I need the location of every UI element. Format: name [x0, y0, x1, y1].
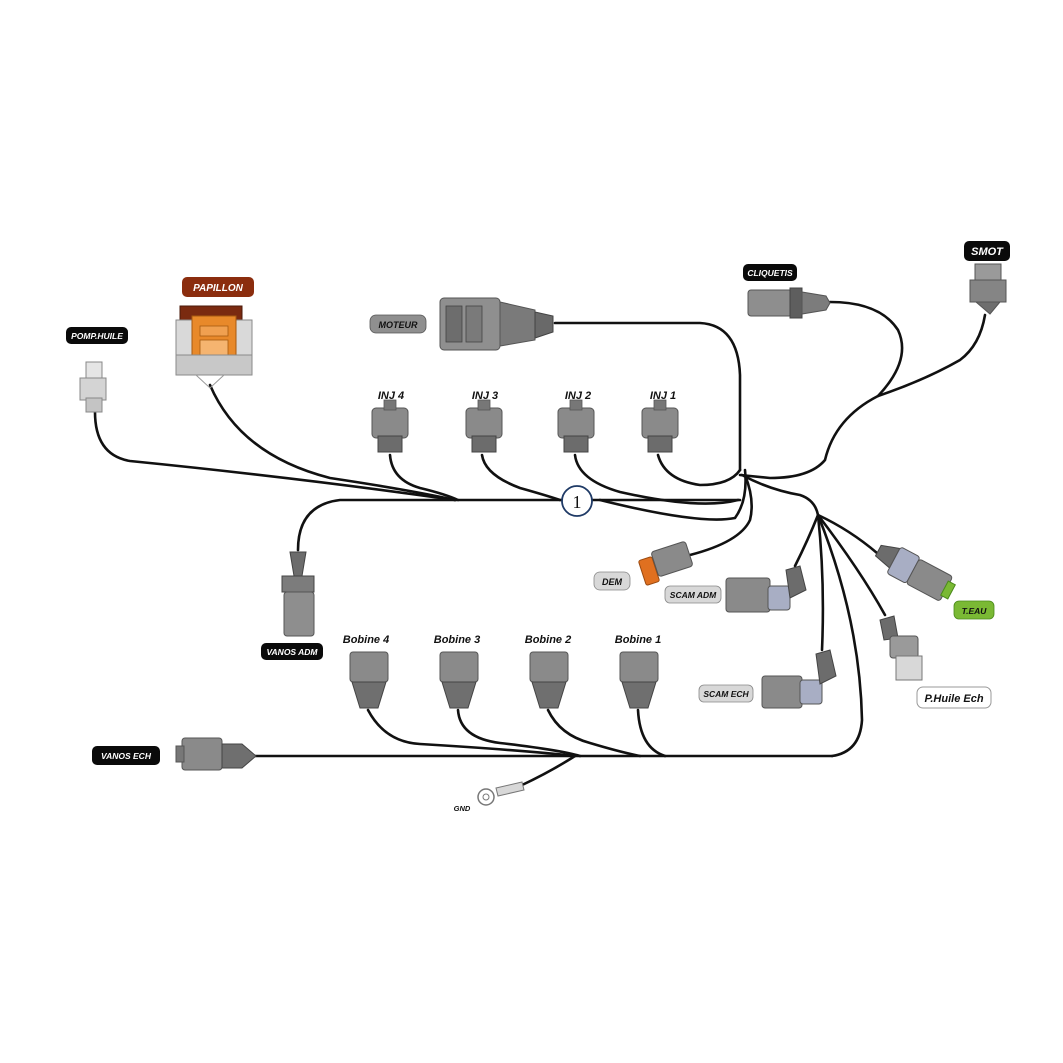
wire-trunk-to-split: [598, 468, 747, 521]
wire-t-eau: [816, 513, 879, 555]
p-huile-ech-connector: [879, 615, 923, 681]
wire-p-huile-ech: [816, 513, 887, 617]
svg-text:SCAM ECH: SCAM ECH: [703, 689, 749, 699]
label-inj3: INJ 3: [472, 390, 498, 402]
label-t-eau: T.EAU: [953, 600, 995, 620]
dem-connector: [638, 541, 693, 586]
gnd-terminal: [477, 781, 525, 806]
junction-marker: 1: [561, 485, 593, 517]
label-scam-adm: SCAM ADM: [664, 585, 722, 604]
svg-text:P.Huile Ech: P.Huile Ech: [924, 693, 983, 705]
wire-bobine3: [456, 708, 582, 758]
wire-bobine1: [636, 708, 667, 758]
wire-inj2: [573, 453, 740, 505]
wire-smot: [876, 313, 987, 398]
svg-text:PAPILLON: PAPILLON: [193, 283, 244, 294]
bobine1-connector: [619, 651, 659, 709]
svg-text:T.EAU: T.EAU: [962, 606, 988, 616]
label-vanos-ech: VANOS ECH: [92, 746, 160, 765]
svg-text:VANOS ADM: VANOS ADM: [267, 647, 319, 657]
pomp-huile-connector: [79, 361, 107, 413]
label-bobine3: Bobine 3: [434, 634, 480, 646]
bobine4-connector: [349, 651, 389, 709]
papillon-connector: [175, 305, 253, 389]
label-inj2: INJ 2: [565, 390, 591, 402]
wire-inj4: [388, 453, 460, 502]
bobine2-connector: [529, 651, 569, 709]
label-bobine4: Bobine 4: [343, 634, 389, 646]
wire-gnd: [518, 754, 577, 788]
label-moteur: MOTEUR: [369, 314, 427, 334]
wire-vanos-adm: [296, 498, 457, 552]
scam-ech-connector: [761, 649, 837, 709]
label-vanos-adm: VANOS ADM: [261, 643, 323, 660]
wire-to-right-hub: [740, 473, 820, 517]
wire-dem: [688, 473, 753, 557]
label-scam-ech: SCAM ECH: [698, 684, 754, 703]
wire-inj3: [480, 453, 562, 502]
wire-papillon: [208, 383, 457, 502]
label-inj4: INJ 4: [378, 390, 404, 402]
label-bobine2: Bobine 2: [525, 634, 571, 646]
labels: PAPILLON POMP.HUILE MOTEUR CLIQUETIS SMO…: [66, 241, 1010, 813]
inj1-connector: [641, 399, 679, 453]
wire-bobine2: [546, 708, 642, 758]
wire-cliquetis: [738, 300, 904, 480]
vanos-ech-connector: [175, 737, 257, 771]
wire-bobine4: [366, 708, 577, 758]
label-papillon: PAPILLON: [182, 277, 254, 297]
label-bobine1: Bobine 1: [615, 634, 661, 646]
t-eau-connector: [874, 544, 956, 601]
label-smot: SMOT: [964, 241, 1010, 261]
svg-text:SMOT: SMOT: [971, 246, 1004, 258]
label-cliquetis: CLIQUETIS: [743, 264, 797, 281]
wire-right-down: [816, 513, 864, 758]
inj2-connector: [557, 399, 595, 453]
svg-text:CLIQUETIS: CLIQUETIS: [747, 268, 793, 278]
wire-scam-adm: [793, 513, 820, 568]
vanos-adm-connector: [281, 551, 315, 637]
wire-pomp-huile: [93, 410, 457, 502]
cliquetis-connector: [747, 287, 831, 319]
wires: [93, 300, 987, 788]
moteur-connector: [439, 297, 554, 351]
svg-text:VANOS ECH: VANOS ECH: [101, 751, 152, 761]
label-pomp-huile: POMP.HUILE: [66, 327, 128, 344]
svg-text:DEM: DEM: [602, 577, 623, 587]
label-gnd: GND: [454, 804, 471, 813]
inj4-connector: [371, 399, 409, 453]
wire-inj1: [656, 453, 742, 487]
junction-number: 1: [573, 492, 582, 512]
label-inj1: INJ 1: [650, 390, 676, 402]
bobine3-connector: [439, 651, 479, 709]
smot-connector: [969, 263, 1007, 315]
svg-text:SCAM ADM: SCAM ADM: [670, 590, 717, 600]
label-p-huile-ech: P.Huile Ech: [916, 686, 992, 709]
wire-scam-ech: [816, 513, 825, 652]
svg-text:MOTEUR: MOTEUR: [379, 320, 418, 330]
label-dem: DEM: [593, 571, 631, 591]
wire-moteur: [553, 321, 742, 472]
svg-text:POMP.HUILE: POMP.HUILE: [71, 331, 123, 341]
scam-adm-connector: [725, 565, 807, 613]
inj3-connector: [465, 399, 503, 453]
